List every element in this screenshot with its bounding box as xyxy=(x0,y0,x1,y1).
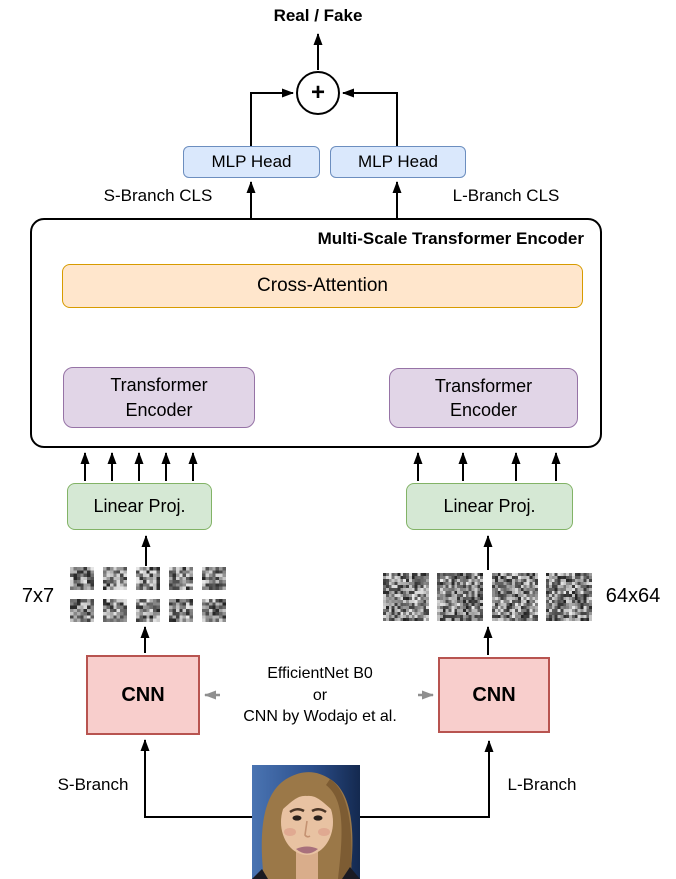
face-image xyxy=(252,765,360,879)
patch-thumbnail xyxy=(202,567,226,590)
s-branch-cls-label: S-Branch CLS xyxy=(103,186,213,205)
backbone-note: EfficientNet B0 or CNN by Wodajo et al. xyxy=(222,663,418,728)
patch-thumbnail xyxy=(546,573,592,621)
output-label: Real / Fake xyxy=(273,6,363,25)
backbone-note-line2: or xyxy=(312,686,328,704)
patch-thumbnail xyxy=(169,599,193,622)
patch-thumbnail xyxy=(136,599,160,622)
l-branch-cls-label: L-Branch CLS xyxy=(452,186,560,205)
multi-scale-encoder-title: Multi-Scale Transformer Encoder xyxy=(317,229,584,248)
patch-thumbnail xyxy=(103,567,127,590)
backbone-note-line1: EfficientNet B0 xyxy=(267,665,373,682)
linear-proj-left: Linear Proj. xyxy=(67,483,212,530)
mlp-head-right: MLP Head xyxy=(330,146,466,178)
patch-thumbnail xyxy=(136,567,160,590)
patch-thumbnail xyxy=(169,567,193,590)
sum-node: + xyxy=(296,71,340,115)
patch-thumbnail xyxy=(492,573,538,621)
transformer-encoder-right: Transformer Encoder xyxy=(389,368,578,428)
arrow-right-mlp-to-sum xyxy=(342,88,398,146)
patch-thumbnail xyxy=(70,567,94,590)
backbone-note-line3: CNN by Wodajo et al. xyxy=(243,708,397,726)
cross-attention-box: Cross-Attention xyxy=(62,264,583,308)
patch-thumbnail xyxy=(103,599,127,622)
transformer-encoder-left: Transformer Encoder xyxy=(63,367,255,428)
linear-proj-right: Linear Proj. xyxy=(406,483,573,530)
patch-thumbnail xyxy=(70,599,94,622)
mlp-head-left: MLP Head xyxy=(183,146,320,178)
cnn-box-left: CNN xyxy=(86,655,200,735)
s-branch-label: S-Branch xyxy=(57,775,129,794)
cnn-box-right: CNN xyxy=(438,657,550,733)
patch-thumbnail xyxy=(383,573,429,621)
arrow-left-mlp-to-sum xyxy=(250,88,294,146)
patch-size-label-64x64: 64x64 xyxy=(605,585,661,607)
l-branch-label: L-Branch xyxy=(507,775,577,794)
patch-thumbnail xyxy=(437,573,483,621)
patch-size-label-7x7: 7x7 xyxy=(21,585,55,607)
patch-thumbnail xyxy=(202,599,226,622)
